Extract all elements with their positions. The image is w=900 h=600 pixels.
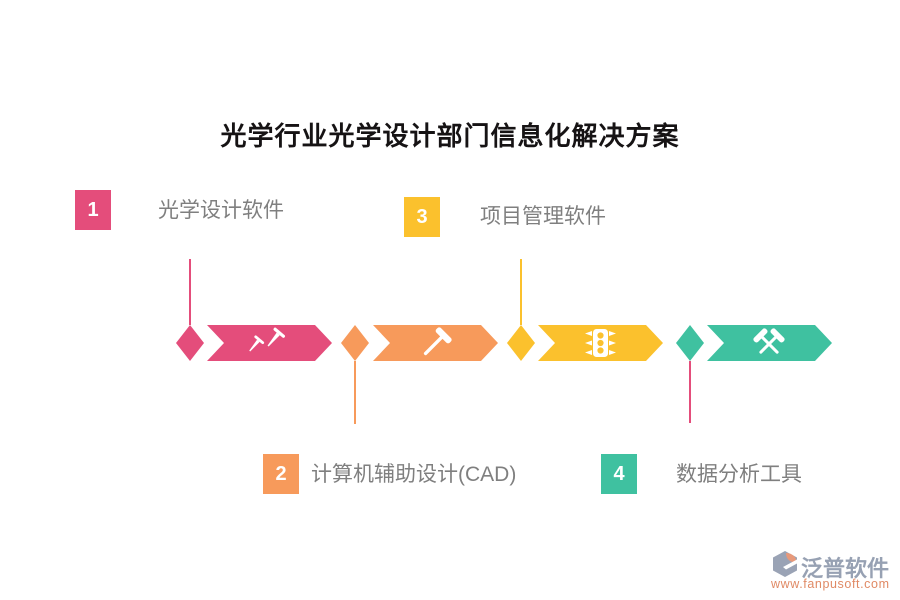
watermark-url: www.fanpusoft.com xyxy=(771,577,890,591)
step-2-diamond xyxy=(341,325,369,361)
step-1-connector-line xyxy=(189,259,191,325)
crossed-hammers-icon xyxy=(753,328,785,354)
step-1-arrow xyxy=(207,325,332,361)
step-4-arrow xyxy=(707,325,832,361)
step-2-label: 计算机辅助设计(CAD) xyxy=(311,463,517,486)
watermark-brand: 泛普软件 xyxy=(801,556,890,581)
step-3-label: 项目管理软件 xyxy=(480,205,606,228)
step-3-diamond xyxy=(507,325,535,361)
step-3-number-badge: 3 xyxy=(404,197,440,237)
step-1-label: 光学设计软件 xyxy=(158,199,284,222)
fanpu-logo-icon xyxy=(773,551,797,577)
page-title: 光学行业光学设计部门信息化解决方案 xyxy=(220,121,680,151)
step-3-arrow xyxy=(538,325,663,361)
traffic-light-icon xyxy=(585,329,616,357)
step-3-connector-line xyxy=(520,259,522,325)
step-4-diamond xyxy=(676,325,704,361)
step-4-label: 数据分析工具 xyxy=(676,463,802,486)
step-1-number-badge: 1 xyxy=(75,190,111,230)
step-2-arrow xyxy=(373,325,498,361)
step-2-number-badge: 2 xyxy=(263,454,299,494)
step-3-number: 3 xyxy=(416,205,428,228)
step-4-number-badge: 4 xyxy=(601,454,637,494)
step-4-number: 4 xyxy=(613,462,625,485)
hammer-icon xyxy=(423,327,452,356)
step-1-diamond xyxy=(176,325,204,361)
step-2-number: 2 xyxy=(275,462,287,485)
step-1-number: 1 xyxy=(87,198,99,221)
step-4-connector-line xyxy=(689,361,691,423)
nails-icon xyxy=(249,327,285,352)
step-2-connector-line xyxy=(354,361,356,424)
